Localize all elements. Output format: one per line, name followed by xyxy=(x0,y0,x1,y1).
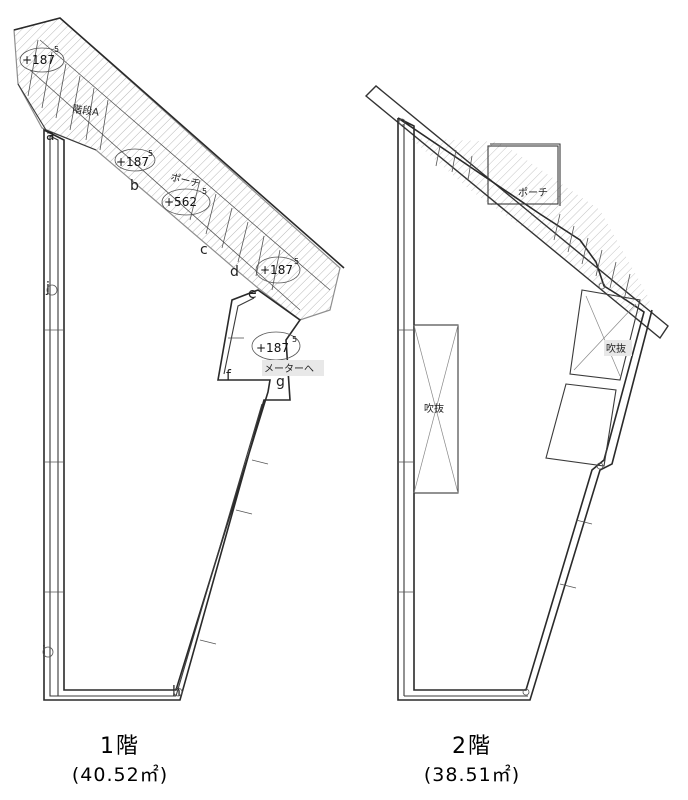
floor2-area: (38.51㎡) xyxy=(423,764,521,786)
point-mark-c: c xyxy=(200,242,208,258)
floor1-level-3-sup: 5 xyxy=(202,187,207,196)
floor1-level-5-sup: 5 xyxy=(292,335,297,344)
floor2-room-outline xyxy=(397,117,645,691)
floor1-meter-label: メーターへ xyxy=(264,363,314,375)
floor1-level-2-sup: 5 xyxy=(148,149,153,158)
floor1-plan: +187 5 +187 5 +562 5 +187 5 +187 5 階段A ポ… xyxy=(13,17,345,701)
floor2-caption: 2階 (38.51㎡) xyxy=(392,728,552,787)
point-mark-b: b xyxy=(130,178,139,194)
floor1-level-2: +187 xyxy=(116,155,149,169)
floor1-stair-treads xyxy=(27,39,281,291)
point-mark-a: a xyxy=(46,128,55,144)
floor2-void-left xyxy=(413,324,459,494)
floor1-level-3: +562 xyxy=(164,195,197,209)
point-mark-i: i xyxy=(42,644,46,660)
floor2-wall-ticks xyxy=(398,329,593,593)
floor1-stairs-label: 階段A xyxy=(72,102,101,119)
floor1-level-4: +187 xyxy=(260,263,293,277)
floor2-plan: ポーチ 吹抜 吹抜 xyxy=(364,85,669,701)
floor1-wall-ticks xyxy=(44,329,269,645)
floor2-void-right xyxy=(545,383,617,467)
point-mark-h: h xyxy=(172,684,181,700)
point-mark-g: g xyxy=(276,374,285,390)
floor1-stairs-band xyxy=(13,17,341,321)
floor1-area: (40.52㎡) xyxy=(71,764,169,786)
point-mark-e: e xyxy=(248,286,257,302)
floor1-caption: 1階 (40.52㎡) xyxy=(40,728,200,787)
floor1-level-5: +187 xyxy=(256,341,289,355)
floor2-void-left-label: 吹抜 xyxy=(424,402,444,415)
point-mark-d: d xyxy=(230,264,239,280)
floor2-stair-treads xyxy=(435,145,631,301)
floor2-porch-label: ポーチ xyxy=(518,187,548,199)
floor1-level-1-sup: 5 xyxy=(54,45,59,54)
floor2-name: 2階 xyxy=(452,734,492,759)
floor1-level-4-sup: 5 xyxy=(294,257,299,266)
floor1-room-outline xyxy=(43,128,302,701)
floor1-level-1: +187 xyxy=(22,53,55,67)
floor2-void-right-label: 吹抜 xyxy=(606,342,626,355)
floor1-name: 1階 xyxy=(100,734,140,759)
point-mark-f: f xyxy=(226,368,232,384)
